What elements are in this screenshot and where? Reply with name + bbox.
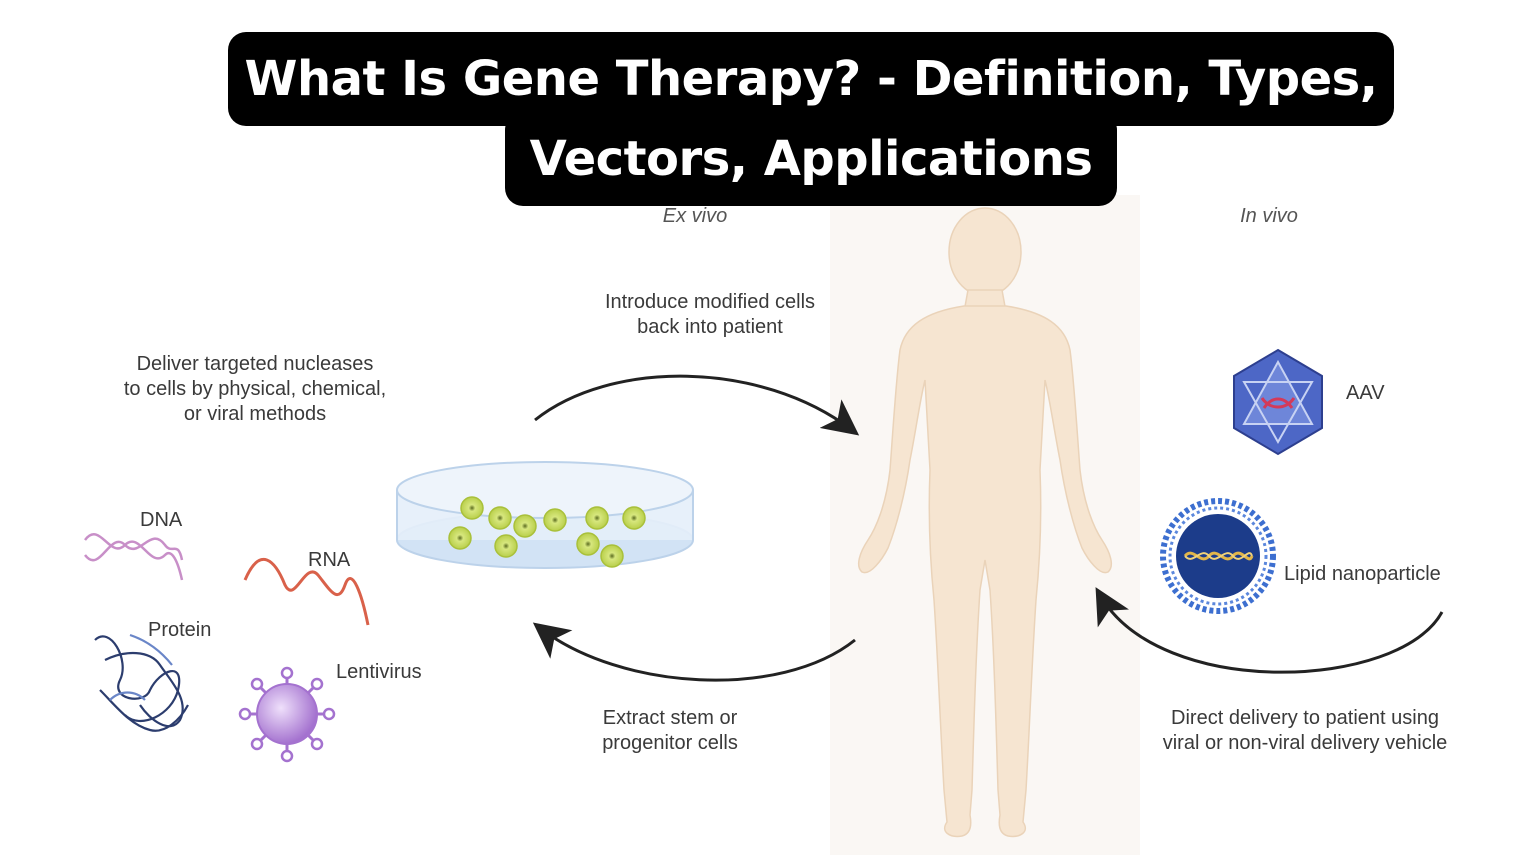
deliver-nucleases-line-3: or viral methods [183, 403, 327, 425]
page-title-line-2: Vectors, Applications [505, 112, 1117, 206]
extract-cells-line-2: progenitor cells [602, 732, 738, 754]
lentivirus-icon [238, 666, 336, 763]
aav-icon [1233, 348, 1323, 456]
direct-delivery-line-2: viral or non-viral delivery vehicle [1162, 732, 1448, 754]
rna-icon [243, 557, 370, 626]
deliver-nucleases-line-1: Deliver targeted nucleases [136, 353, 374, 375]
deliver-nucleases-line-2: to cells by physical, chemical, [123, 378, 387, 400]
introduce-cells-line-2: back into patient [637, 316, 783, 338]
arrow-introduce-cells [534, 374, 860, 436]
aav-label: AAV [1346, 382, 1385, 404]
rna-label: RNA [308, 549, 351, 571]
human-body-figure [857, 207, 1113, 838]
protein-icon [94, 633, 189, 732]
stem-cells [448, 496, 646, 568]
lentivirus-label: Lentivirus [336, 661, 422, 683]
in-vivo-label: In vivo [1240, 205, 1298, 227]
dna-icon [84, 533, 184, 581]
lipid-nanoparticle-label: Lipid nanoparticle [1284, 563, 1441, 585]
arrow-direct-delivery [1095, 587, 1444, 674]
ex-vivo-label: Ex vivo [662, 205, 728, 227]
dna-label: DNA [140, 509, 183, 531]
extract-cells-line-1: Extract stem or [602, 707, 738, 729]
page-title-line-1: What Is Gene Therapy? - Definition, Type… [228, 32, 1394, 126]
lipid-nanoparticle-icon [1160, 498, 1276, 614]
direct-delivery-line-1: Direct delivery to patient using [1171, 707, 1439, 729]
title-banner: What Is Gene Therapy? - Definition, Type… [0, 0, 1536, 220]
introduce-cells-line-1: Introduce modified cells [604, 291, 816, 313]
arrow-extract-cells [532, 622, 856, 682]
protein-label: Protein [148, 619, 212, 641]
